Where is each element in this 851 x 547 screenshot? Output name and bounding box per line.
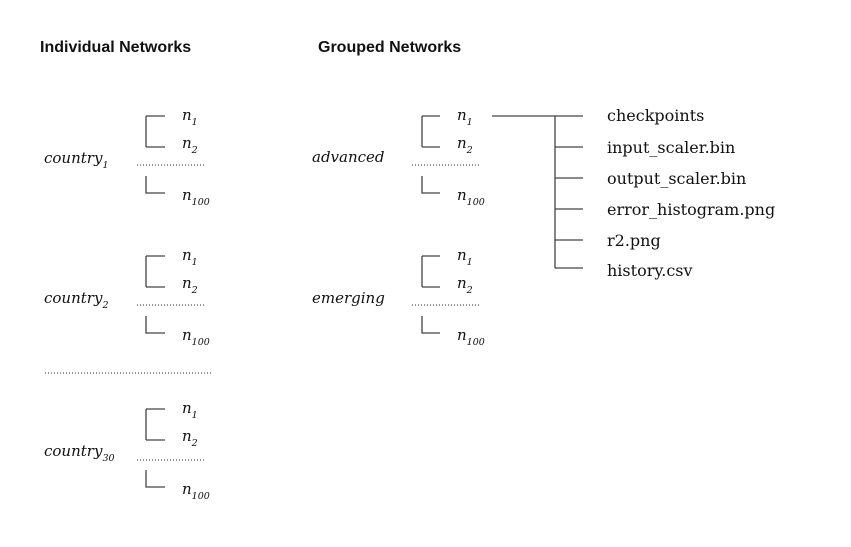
tree-advanced: advanced n1 n2 n100 (312, 106, 485, 208)
country-30-node-n2: n2 (182, 427, 198, 449)
file-item: checkpoints (607, 106, 704, 125)
emerging-label: emerging (312, 289, 385, 307)
file-item: output_scaler.bin (607, 169, 746, 188)
advanced-node-n2: n2 (457, 134, 473, 156)
country-30-branch-lines (145, 408, 165, 488)
emerging-node-n2: n2 (457, 274, 473, 296)
advanced-node-n1: n1 (457, 106, 473, 128)
country-30-node-n1: n1 (182, 399, 198, 421)
country-2-branch-lines (145, 255, 165, 334)
advanced-node-n100: n100 (457, 186, 485, 208)
files-tree: checkpoints input_scaler.bin output_scal… (492, 106, 775, 280)
tree-emerging: emerging n1 n2 n100 (312, 246, 485, 348)
file-item: error_histogram.png (607, 200, 775, 219)
tree-country-1: country1 n1 n2 n100 (44, 106, 210, 208)
country-30-label: country30 (44, 442, 115, 464)
advanced-label: advanced (312, 148, 385, 166)
header-individual-networks: Individual Networks (40, 39, 191, 56)
country-30-node-n100: n100 (182, 480, 210, 502)
files-branch-lines (492, 115, 583, 269)
advanced-branch-lines (421, 115, 440, 194)
country-1-node-n2: n2 (182, 134, 198, 156)
country-2-node-n1: n1 (182, 246, 198, 268)
tree-country-2: country2 n1 n2 n100 (44, 246, 210, 348)
file-item: history.csv (607, 261, 693, 280)
file-item: r2.png (607, 231, 661, 250)
country-2-node-n2: n2 (182, 274, 198, 296)
tree-country-30: country30 n1 n2 n100 (44, 399, 210, 502)
emerging-branch-lines (421, 255, 440, 334)
country-1-label: country1 (44, 149, 108, 171)
country-2-node-n100: n100 (182, 326, 210, 348)
emerging-node-n1: n1 (457, 246, 473, 268)
country-1-branch-lines (145, 115, 165, 194)
emerging-node-n100: n100 (457, 326, 485, 348)
country-2-label: country2 (44, 289, 108, 311)
country-1-node-n100: n100 (182, 186, 210, 208)
file-item: input_scaler.bin (607, 138, 735, 157)
country-1-node-n1: n1 (182, 106, 198, 128)
header-grouped-networks: Grouped Networks (318, 39, 461, 56)
